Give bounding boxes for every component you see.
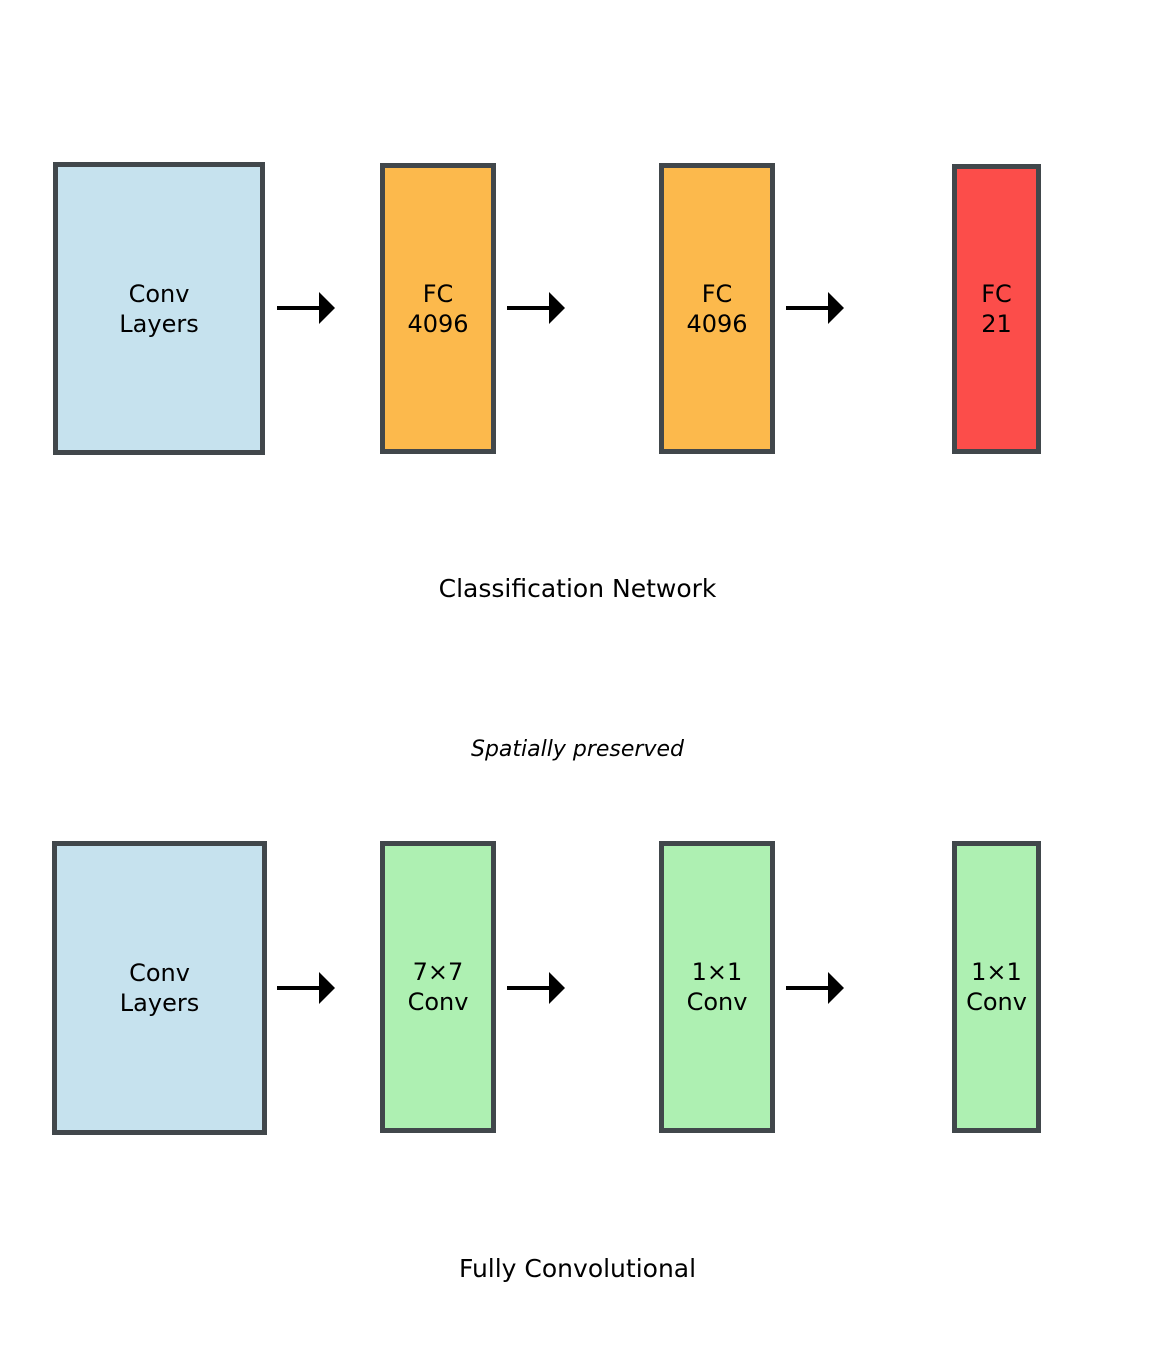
box-label-1x1-conv: 1×1 Conv [966, 957, 1027, 1017]
arrow-right-icon [786, 972, 844, 1004]
label-line: FC [422, 279, 454, 308]
label-line: Layers [119, 989, 200, 1017]
label-line: Conv [966, 988, 1027, 1016]
arrow-right-icon [786, 292, 844, 324]
fully-convolutional-title: Fully Convolutional [458, 1254, 697, 1283]
box-label-fc-21: FC 21 [981, 279, 1012, 339]
label-line: Conv [407, 988, 469, 1016]
arrow-right-icon [277, 292, 335, 324]
box-label-7x7-conv: 7×7 Conv [408, 957, 469, 1017]
label-line: FC [701, 279, 733, 308]
arrow-right-icon [507, 972, 565, 1004]
box-fc-4096-2: FC 4096 [659, 163, 775, 454]
label-line: 21 [981, 310, 1012, 338]
box-7x7-conv: 7×7 Conv [380, 841, 496, 1133]
classification-network-title: Classification Network [438, 574, 717, 603]
arrow-right-icon [507, 292, 565, 324]
label-line: Conv [129, 959, 190, 987]
label-line: 7×7 [412, 958, 464, 986]
box-label-1x1-conv: 1×1 Conv [687, 957, 748, 1017]
label-line: Conv [686, 988, 748, 1016]
box-fc-4096-1: FC 4096 [380, 163, 496, 454]
label-line: Layers [119, 309, 199, 338]
label-line: Conv [128, 279, 190, 308]
box-label-fc-4096: FC 4096 [407, 279, 468, 339]
label-line: 1×1 [691, 958, 743, 986]
box-label-conv-layers: Conv Layers [120, 958, 199, 1018]
box-label-fc-4096: FC 4096 [686, 279, 747, 339]
label-line: FC [981, 280, 1012, 308]
box-conv-layers-classification: Conv Layers [53, 162, 265, 455]
spatially-preserved-label: Spatially preserved [471, 737, 684, 762]
box-label-conv-layers: Conv Layers [119, 279, 198, 339]
label-line: 4096 [407, 309, 469, 338]
box-1x1-conv-2: 1×1 Conv [952, 841, 1041, 1133]
arrow-right-icon [277, 972, 335, 1004]
box-fc-21: FC 21 [952, 164, 1041, 454]
label-line: 4096 [686, 309, 748, 338]
label-line: 1×1 [971, 958, 1022, 986]
box-conv-layers-fully-conv: Conv Layers [52, 841, 267, 1135]
box-1x1-conv-1: 1×1 Conv [659, 841, 775, 1133]
